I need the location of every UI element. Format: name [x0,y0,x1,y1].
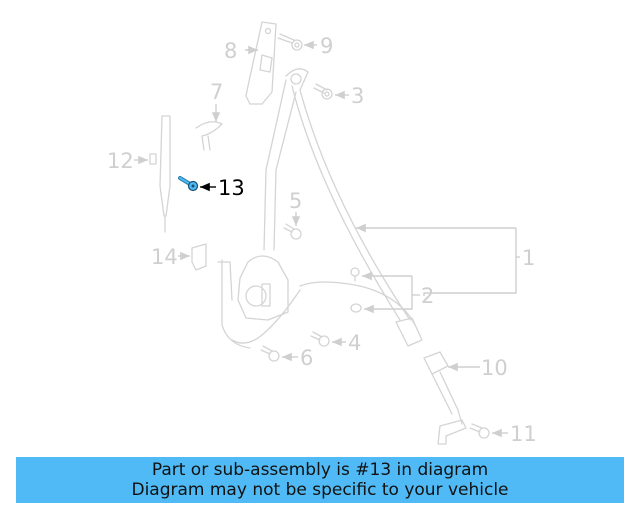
callout-11[interactable]: 11 [510,422,537,446]
callout-5[interactable]: 5 [289,189,302,213]
callout-4[interactable]: 4 [348,331,361,355]
callout-2[interactable]: 2 [421,284,434,308]
callout-1[interactable]: 1 [522,246,535,270]
callout-8[interactable]: 8 [224,39,237,63]
part-14-clip [191,243,207,271]
part-9-bolt [277,33,303,51]
callout-12[interactable]: 12 [107,149,134,173]
leader-lines [134,40,520,438]
part-6-bolt [260,345,280,362]
part-5-bolt [283,223,302,240]
retractor [237,255,289,321]
part-4-bolt [310,331,330,347]
part-11-bolt [469,423,490,439]
callout-13-highlighted[interactable]: 13 [218,176,245,200]
callout-14[interactable]: 14 [151,245,178,269]
banner-disclaimer-text: Diagram may not be specific to your vehi… [131,480,509,500]
callout-6[interactable]: 6 [300,346,313,370]
part-10-buckle [395,317,467,445]
banner-part-number-text: Part or sub-assembly is #13 in diagram [151,460,489,480]
info-banner: Part or sub-assembly is #13 in diagram D… [16,457,624,503]
callout-3[interactable]: 3 [351,84,364,108]
part-3-bolt [313,83,333,100]
part-12-height-adjuster [149,115,171,233]
part-8-anchor-bracket [245,21,277,105]
seat-belt-strap [217,68,416,349]
callout-7[interactable]: 7 [210,80,223,104]
callout-10[interactable]: 10 [481,356,508,380]
callout-9[interactable]: 9 [320,34,333,58]
part-7-clip [195,121,223,151]
part-2-fasteners [350,267,362,313]
part-13-bolt-highlighted[interactable] [178,176,199,192]
